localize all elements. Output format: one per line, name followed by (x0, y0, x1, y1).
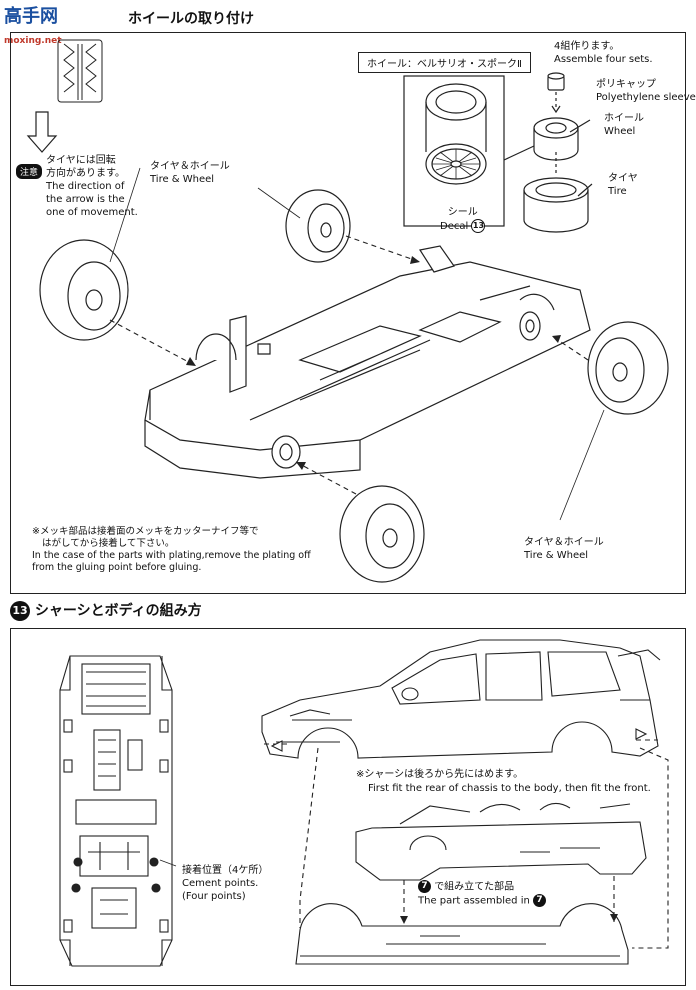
chassis-top-view (59, 655, 173, 967)
wheel-type-label: ホイール：ベルサリオ・スポークⅡ (358, 52, 531, 73)
car-body-side-view (261, 639, 661, 759)
tire-right (587, 321, 669, 415)
section12-title: ホイールの取り付け (128, 11, 254, 27)
decal-label: シール Decal 13 (440, 207, 486, 233)
fit-note-en: First fit the rear of chassis to the bod… (368, 783, 651, 794)
tire-tread-pattern (57, 39, 103, 103)
cement-points-note: 接着位置（4ケ所） Cement points. (Four points) (182, 865, 269, 902)
fit-note: ※シャーシは後ろから先にはめます。 (356, 769, 524, 780)
watermark-logo: 高手网 moxing.net (4, 2, 62, 47)
step-number-badge: 13 (10, 601, 30, 621)
section13-title: 13 シャーシとボディの組み方 (10, 600, 202, 621)
section13-frame (10, 628, 686, 986)
plating-note: ※メッキ部品は接着面のメッキをカッターナイフ等で はがしてから接着して下さい。 … (32, 526, 311, 573)
chassis-outline (144, 245, 591, 479)
tire-lower (339, 485, 425, 583)
part-assembled-note: 7 で組み立てた部品 The part assembled in 7 (418, 880, 547, 907)
watermark-name: 高手网 (4, 6, 58, 27)
tire-upper-left (39, 239, 129, 341)
section12-frame (10, 32, 686, 594)
tire-upper-mid (285, 189, 351, 263)
part-ref-badge-en: 7 (533, 893, 547, 907)
assemble-note: 4組作ります。Assemble four sets. (554, 41, 653, 65)
watermark-url: moxing.net (4, 36, 62, 46)
caution-tag: 注意 (16, 164, 43, 179)
decal-number-badge: 13 (471, 219, 486, 233)
interior-tub (355, 802, 647, 881)
lower-chassis (295, 903, 629, 965)
direction-arrow-icon (26, 111, 58, 153)
caution-note: タイヤには回転 方向があります。 The direction of the ar… (46, 155, 138, 218)
part-ref-badge: 7 (418, 880, 431, 893)
